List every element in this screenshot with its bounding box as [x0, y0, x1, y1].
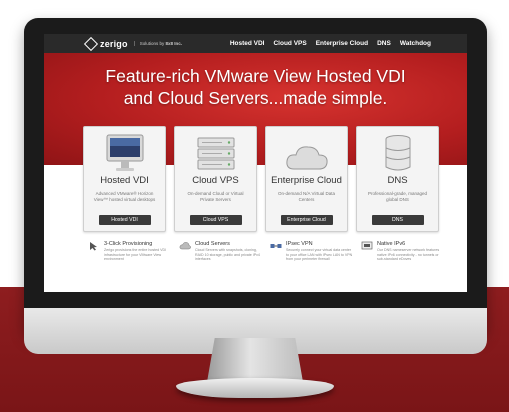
card-title: Cloud VPS: [192, 175, 239, 186]
card-description: Professional-grade, managed global DNS: [367, 191, 428, 202]
feature-description: Our DNS nameserver network features nati…: [377, 248, 440, 261]
logo-mark-icon: [83, 36, 99, 51]
product-cards: Hosted VDI Advanced VMware® Horizon View…: [83, 126, 439, 232]
card-title: Enterprise Cloud: [271, 175, 342, 186]
feature-item: IPsec VPN Securely connect your virtual …: [270, 241, 355, 262]
imac-monitor: zerigo Solutions by 8x8 Inc. Hosted VDI …: [24, 18, 487, 354]
feature-item: Native IPv6 Our DNS nameserver network f…: [361, 241, 446, 262]
website-screen: zerigo Solutions by 8x8 Inc. Hosted VDI …: [44, 34, 467, 292]
nav-link-enterprise-cloud[interactable]: Enterprise Cloud: [315, 40, 369, 47]
servers-icon: [175, 132, 256, 172]
card-description: On-demand N/A Virtual Data Centers: [278, 191, 335, 202]
card-enterprise-cloud: Enterprise Cloud On-demand N/A Virtual D…: [265, 126, 348, 232]
feature-description: Zerigo provisions the entire hosted VDI …: [104, 248, 167, 261]
feature-title: Native IPv6: [377, 241, 406, 247]
card-hosted-vdi: Hosted VDI Advanced VMware® Horizon View…: [83, 126, 166, 232]
nav-link-cloud-vps[interactable]: Cloud VPS: [273, 40, 307, 47]
hero-line-1: Feature-rich VMware View Hosted VDI: [105, 66, 406, 86]
site-navbar: zerigo Solutions by 8x8 Inc. Hosted VDI …: [44, 34, 467, 53]
feature-item: Cloud Servers Cloud Servers with snapsho…: [179, 241, 264, 262]
feature-title: Cloud Servers: [195, 241, 230, 247]
solutions-by-label: Solutions by 8x8 Inc.: [133, 41, 182, 46]
network-card-icon: [361, 241, 373, 250]
card-description: Advanced VMware® Horizon View™ hosted vi…: [93, 191, 156, 202]
database-icon: [357, 132, 438, 172]
nav-links: Hosted VDI Cloud VPS Enterprise Cloud DN…: [230, 40, 431, 47]
nav-link-dns[interactable]: DNS: [377, 40, 391, 47]
cursor-icon: [90, 242, 97, 251]
monitor-icon: [84, 132, 165, 172]
enterprise-cloud-button[interactable]: Enterprise Cloud: [280, 215, 333, 225]
card-title: Hosted VDI: [100, 175, 149, 186]
card-description: On-demand Cloud or Virtual Private Serve…: [187, 191, 244, 202]
card-title: DNS: [387, 175, 408, 186]
hosted-vdi-button[interactable]: Hosted VDI: [98, 215, 151, 225]
card-cloud-vps: Cloud VPS On-demand Cloud or Virtual Pri…: [174, 126, 257, 232]
feature-description: Securely connect your virtual data cente…: [286, 248, 353, 261]
hero-line-2: and Cloud Servers...made simple.: [123, 88, 388, 108]
dns-button[interactable]: DNS: [371, 215, 424, 225]
nav-link-hosted-vdi[interactable]: Hosted VDI: [229, 40, 265, 47]
monitor-stand-base: [176, 378, 334, 398]
vpn-network-icon: [270, 244, 282, 248]
feature-title: 3-Click Provisioning: [104, 241, 153, 247]
hero-heading: Feature-rich VMware View Hosted VDI and …: [44, 53, 467, 109]
logo-text: zerigo: [100, 38, 128, 49]
feature-list: 3-Click Provisioning Zerigo provisions t…: [88, 241, 446, 262]
cloud-vps-button[interactable]: Cloud VPS: [189, 215, 242, 225]
cloud-small-icon: [179, 242, 191, 250]
feature-item: 3-Click Provisioning Zerigo provisions t…: [88, 241, 173, 262]
zerigo-logo[interactable]: zerigo Solutions by 8x8 Inc.: [83, 36, 182, 51]
feature-description: Cloud Servers with snapshots, cloning, R…: [195, 248, 260, 261]
monitor-stand-neck: [207, 338, 303, 382]
cloud-icon: [266, 132, 347, 172]
nav-link-watchdog[interactable]: Watchdog: [399, 40, 431, 47]
feature-title: IPsec VPN: [286, 241, 313, 247]
card-dns: DNS Professional-grade, managed global D…: [356, 126, 439, 232]
